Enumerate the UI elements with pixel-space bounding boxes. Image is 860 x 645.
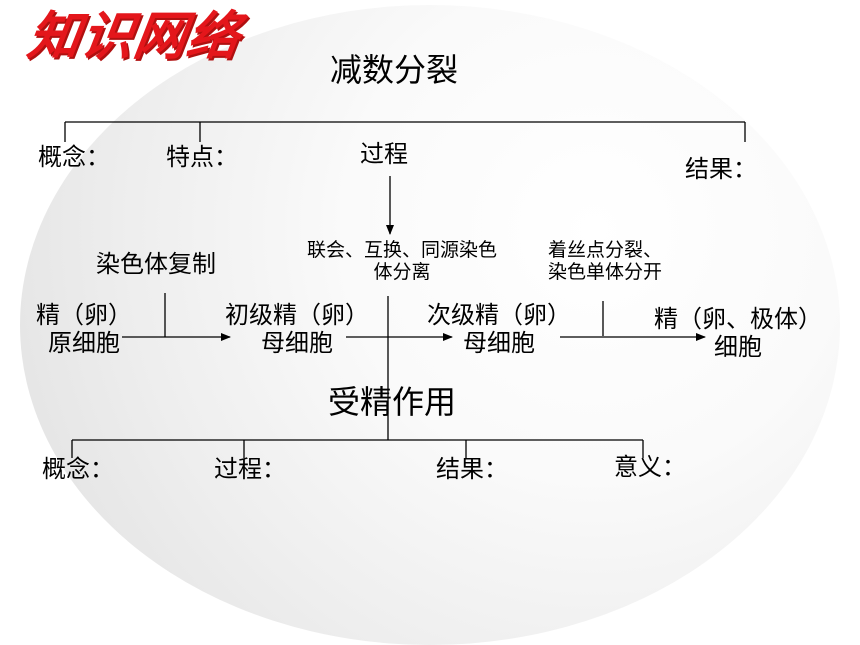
stage-gamete-cell: 精（卵、极体） 细胞 [640, 305, 836, 361]
fertilization-concept-label: 概念： [42, 455, 114, 483]
slide-title: 知识网络 [23, 7, 245, 67]
secondary-cell-line1: 次级精（卵） [427, 301, 571, 329]
stage-secondary-cell: 次级精（卵） 母细胞 [414, 301, 584, 357]
original-cell-line2: 原细胞 [48, 328, 120, 357]
meiosis-heading: 减数分裂 [330, 51, 459, 89]
gamete-cell-line1: 精（卵、极体） [654, 305, 822, 333]
gamete-cell-line2: 细胞 [714, 332, 762, 361]
stage-primary-cell: 初级精（卵） 母细胞 [212, 301, 382, 357]
fertilization-result-label: 结果： [436, 455, 508, 483]
centromere-split-line1: 着丝点分裂、 [548, 239, 663, 261]
primary-cell-line2: 母细胞 [261, 328, 333, 357]
stage-original-cell: 精（卵） 原细胞 [30, 301, 138, 357]
original-cell-line1: 精（卵） [36, 301, 132, 329]
secondary-cell-line2: 母细胞 [463, 328, 535, 357]
background-circle [20, 5, 840, 645]
primary-cell-line1: 初级精（卵） [225, 301, 369, 329]
centromere-split-label: 着丝点分裂、 染色单体分开 [548, 239, 663, 284]
synapsis-label-line2: 体分离 [373, 260, 431, 283]
meiosis-process-label: 过程 [360, 140, 408, 168]
fertilization-heading: 受精作用 [328, 383, 457, 421]
fertilization-process-label: 过程： [214, 455, 286, 483]
chromosome-replication-label: 染色体复制 [96, 250, 216, 278]
meiosis-features-label: 特点： [166, 143, 238, 171]
synapsis-label-line1: 联会、互换、同源染色 [306, 239, 497, 261]
synapsis-label: 联会、互换、同源染色 体分离 [282, 239, 522, 284]
centromere-split-line2: 染色单体分开 [548, 260, 663, 283]
fertilization-significance-label: 意义： [614, 453, 686, 481]
meiosis-result-label: 结果： [685, 155, 757, 183]
meiosis-concept-label: 概念： [38, 143, 110, 171]
